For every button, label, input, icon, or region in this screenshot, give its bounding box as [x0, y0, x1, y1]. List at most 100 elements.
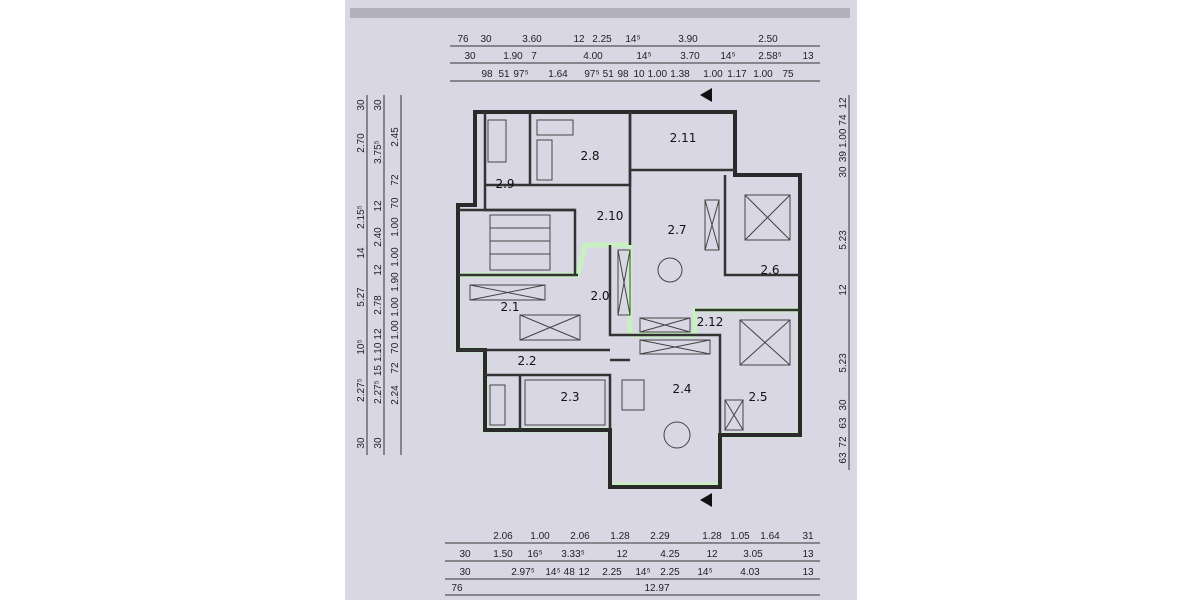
dimension-label: 2.45 [390, 127, 401, 147]
dimension-label: 12 [373, 328, 384, 340]
dimension-label: 12 [578, 567, 590, 578]
dimension-label: 1.17 [727, 69, 747, 80]
dimension-label: 72 [390, 174, 401, 186]
scan-edge [350, 8, 850, 18]
dimension-label: 30 [459, 567, 471, 578]
dimension-label: 3.05 [743, 549, 763, 560]
dimension-label: 1.64 [548, 69, 568, 80]
dimension-label: 12 [838, 97, 849, 109]
dimension-label: 1.64 [760, 531, 780, 542]
dimension-label: 30 [373, 437, 384, 449]
dimension-label: 14⁵ [697, 567, 712, 578]
dimension-label: 1.00 [753, 69, 773, 80]
room-label: 2.7 [667, 223, 686, 237]
room-label: 2.10 [597, 209, 624, 223]
room-label: 2.3 [560, 390, 579, 404]
interior-walls [458, 112, 800, 435]
dimension-label: 14⁵ [625, 34, 640, 45]
dimension-label: 97⁵ [584, 69, 599, 80]
dimension-label: 2.15⁵ [356, 205, 367, 229]
dimension-label: 2.25 [660, 567, 680, 578]
dimension-label: 3.33⁵ [561, 549, 585, 560]
dimension-label: 1.00 [390, 217, 401, 237]
dimension-label: 39 [838, 151, 849, 163]
dimension-label: 5.23 [838, 230, 849, 250]
dimension-label: 30 [464, 51, 476, 62]
dimension-label: 2.25 [602, 567, 622, 578]
dimension-label: 1.05 [730, 531, 750, 542]
dimension-label: 10 [633, 69, 645, 80]
dimension-label: 2.06 [493, 531, 513, 542]
dimension-label: 76 [451, 583, 463, 594]
room-label: 2.8 [580, 149, 599, 163]
dimension-label: 74 [838, 114, 849, 126]
dimension-label: 1.28 [610, 531, 630, 542]
dimension-label: 30 [459, 549, 471, 560]
dimension-label: 2.27⁵ [373, 380, 384, 404]
dimension-label: 13 [802, 51, 814, 62]
dimension-label: 1.00 [838, 128, 849, 148]
dimension-label: 48 [564, 567, 576, 578]
dimension-label: 4.25 [660, 549, 680, 560]
dimension-label: 2.97⁵ [511, 567, 535, 578]
dimension-lines [366, 45, 850, 596]
room-label: 2.12 [697, 315, 724, 329]
dimension-label: 7 [531, 51, 537, 62]
dimension-label: 30 [356, 437, 367, 449]
dimension-label: 2.40 [373, 227, 384, 247]
dimension-label: 31 [802, 531, 814, 542]
dimension-label: 2.06 [570, 531, 590, 542]
dimension-label: 14⁵ [720, 51, 735, 62]
dimension-label: 4.00 [583, 51, 603, 62]
dimension-label: 1.50 [493, 549, 513, 560]
dimension-label: 72 [838, 436, 849, 448]
dimension-label: 1.90 [503, 51, 523, 62]
dimension-label: 12 [573, 34, 585, 45]
dimension-label: 30 [838, 399, 849, 411]
dimension-label: 15 [373, 365, 384, 377]
room-label: 2.2 [517, 354, 536, 368]
dimension-label: 1.38 [670, 69, 690, 80]
dimension-label: 10⁵ [356, 339, 367, 354]
dimension-label: 30 [480, 34, 492, 45]
dimension-label: 14⁵ [545, 567, 560, 578]
dimension-label: 12 [373, 264, 384, 276]
dimension-label: 5.23 [838, 353, 849, 373]
dimension-label: 98 [481, 69, 493, 80]
room-label: 2.5 [748, 390, 767, 404]
dimension-label: 2.50 [758, 34, 778, 45]
dimension-label: 30 [838, 166, 849, 178]
room-label: 2.1 [500, 300, 519, 314]
dimension-label: 3.60 [522, 34, 542, 45]
dimension-label: 3.75⁵ [373, 140, 384, 164]
dimension-label: 13 [802, 549, 814, 560]
dimension-label: 2.29 [650, 531, 670, 542]
dimension-label: 76 [457, 34, 469, 45]
dimension-label: 1.10 [373, 342, 384, 362]
dimension-label: 63 [838, 452, 849, 464]
dimension-label: 75 [782, 69, 794, 80]
paper-scan [345, 0, 857, 600]
dimension-label: 72 [390, 362, 401, 374]
dimension-label: 12 [373, 200, 384, 212]
dimension-label: 51 [603, 69, 615, 80]
dimension-label: 4.03 [740, 567, 760, 578]
exterior-walls [456, 110, 802, 489]
dimension-label: 2.78 [373, 295, 384, 315]
dimension-label: 14 [356, 247, 367, 259]
room-label: 2.4 [672, 382, 691, 396]
dimension-label: 1.00 [703, 69, 723, 80]
dimension-label: 16⁵ [527, 549, 542, 560]
dimension-label: 5.27 [356, 287, 367, 307]
dimension-label: 3.70 [680, 51, 700, 62]
dimension-label: 1.00 [390, 297, 401, 317]
dimension-label: 30 [373, 99, 384, 111]
dimension-label: 13 [802, 567, 814, 578]
dimension-label: 12.97 [644, 583, 669, 594]
dimension-label: 97⁵ [513, 69, 528, 80]
dimension-label: 70 [390, 197, 401, 209]
room-label: 2.6 [760, 263, 779, 277]
dimension-label: 2.27⁵ [356, 378, 367, 402]
